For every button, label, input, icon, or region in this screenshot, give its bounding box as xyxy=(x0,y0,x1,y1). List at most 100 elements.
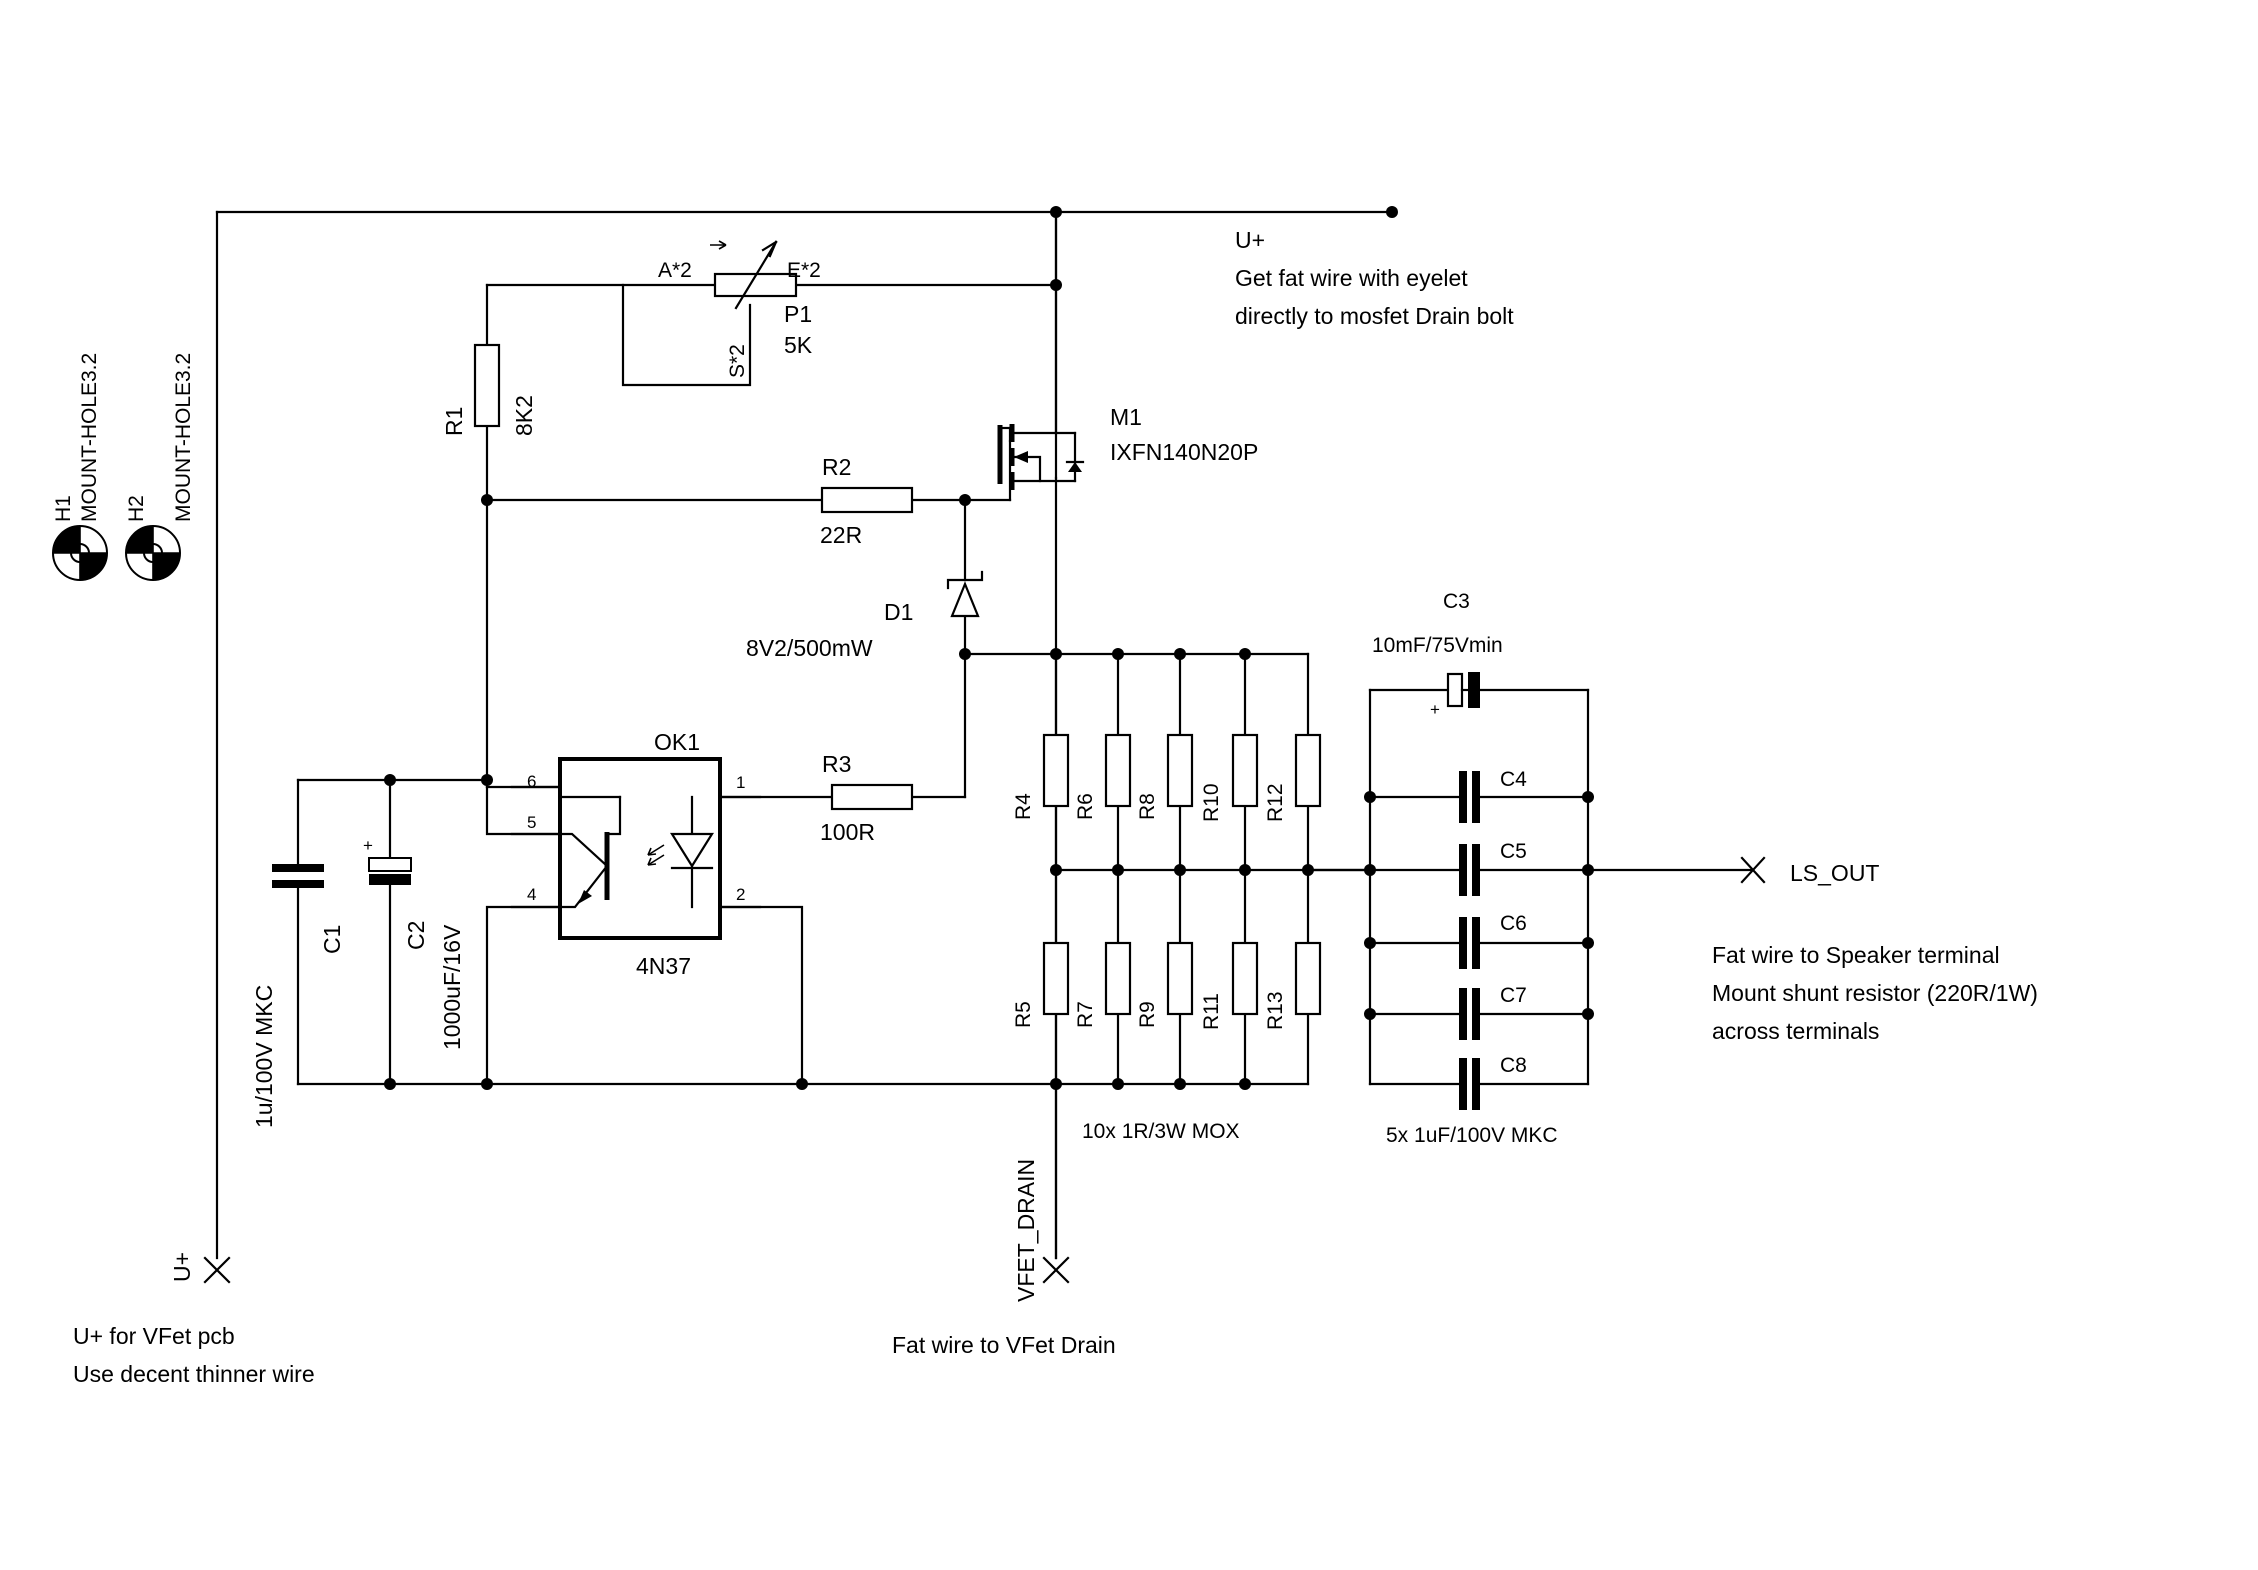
r9-label: R9 xyxy=(1136,1001,1159,1028)
resistor-r1: R1 8K2 xyxy=(441,343,537,436)
terminal-u-plus-left: U+ xyxy=(169,1252,231,1284)
terminal-ls-out: LS_OUT xyxy=(1740,856,1879,886)
c8-label: C8 xyxy=(1500,1054,1527,1077)
r12-body xyxy=(1294,733,1322,808)
c1-name: C1 xyxy=(319,925,345,954)
d1-name: D1 xyxy=(884,599,913,625)
r4-body xyxy=(1042,733,1070,808)
p1-value: 5K xyxy=(784,332,813,358)
c3-plate-negative xyxy=(1468,672,1480,708)
note-ls-line1: Fat wire to Speaker terminal xyxy=(1712,942,2000,968)
h2-label: H2 xyxy=(125,495,148,522)
h2-value: MOUNT-HOLE3.2 xyxy=(172,353,195,522)
u-plus-left-label: U+ xyxy=(169,1252,195,1282)
r3-body xyxy=(830,783,914,811)
r7-label: R7 xyxy=(1074,1001,1097,1028)
ok1-pin1: 1 xyxy=(736,773,745,792)
r7-body xyxy=(1104,941,1132,1016)
ok1-pin6: 6 xyxy=(527,772,536,791)
c2-value: 1000uF/16V xyxy=(439,924,465,1050)
c5-label: C5 xyxy=(1500,840,1527,863)
c7-label: C7 xyxy=(1500,984,1527,1007)
r2-body xyxy=(820,486,914,514)
c3-name: C3 xyxy=(1443,590,1470,613)
resistor-r2: R2 22R xyxy=(820,454,914,548)
ok1-name: OK1 xyxy=(654,729,700,755)
m1-value: IXFN140N20P xyxy=(1110,439,1258,465)
potentiometer-p1: A*2 E*2 S*2 P1 5K xyxy=(658,240,821,378)
ok1-value: 4N37 xyxy=(636,953,691,979)
mount-holes: H1 MOUNT-HOLE3.2 H2 MOUNT-HOLE3.2 xyxy=(52,353,195,581)
capacitor-c1: C1 1u/100V MKC xyxy=(251,864,345,1128)
r6-label: R6 xyxy=(1074,793,1097,820)
note-top-line1: Get fat wire with eyelet xyxy=(1235,265,1468,291)
p1-pin-s: S*2 xyxy=(726,344,749,378)
r11-body xyxy=(1231,941,1259,1016)
r3-name: R3 xyxy=(822,751,851,777)
note-top-line2: directly to mosfet Drain bolt xyxy=(1235,303,1514,329)
mosfet-m1: M1 IXFN140N20P xyxy=(997,210,1258,490)
r2-name: R2 xyxy=(822,454,851,480)
r3-value: 100R xyxy=(820,819,875,845)
d1-value: 8V2/500mW xyxy=(746,635,873,661)
note-drain: Fat wire to VFet Drain xyxy=(892,1332,1116,1358)
r8-label: R8 xyxy=(1136,793,1159,820)
zener-d1: D1 8V2/500mW xyxy=(746,570,984,661)
ok1-pin4: 4 xyxy=(527,885,536,904)
p1-pin-a: A*2 xyxy=(658,259,692,282)
r8-body xyxy=(1166,733,1194,808)
r10-label: R10 xyxy=(1200,783,1223,822)
c6-label: C6 xyxy=(1500,912,1527,935)
c4-symbol xyxy=(1459,771,1480,823)
note-left-line1: U+ for VFet pcb xyxy=(73,1323,235,1349)
note-ls-line3: across terminals xyxy=(1712,1018,1879,1044)
r1-name: R1 xyxy=(441,407,467,436)
optocoupler-ok1: 6 5 4 1 2 OK1 4N37 xyxy=(510,729,762,979)
h1-label: H1 xyxy=(52,495,75,522)
p1-name: P1 xyxy=(784,301,812,327)
c3-value: 10mF/75Vmin xyxy=(1372,634,1503,657)
capacitor-array: + C3 10mF/75Vmin C4 C5 C6 C7 C8 5x 1uF xyxy=(1372,590,1558,1147)
p1-pin-e: E*2 xyxy=(787,259,821,282)
c4-label: C4 xyxy=(1500,768,1527,791)
c2-name: C2 xyxy=(403,921,429,950)
c5-symbol xyxy=(1459,844,1480,896)
mount-hole-h2-icon xyxy=(125,525,181,581)
r2-value: 22R xyxy=(820,522,862,548)
r9-body xyxy=(1166,941,1194,1016)
note-left-line2: Use decent thinner wire xyxy=(73,1361,315,1387)
ok1-pin2: 2 xyxy=(736,885,745,904)
c1-value: 1u/100V MKC xyxy=(251,985,277,1128)
h1-value: MOUNT-HOLE3.2 xyxy=(78,353,101,522)
r5-label: R5 xyxy=(1012,1001,1035,1028)
r13-label: R13 xyxy=(1264,991,1287,1030)
ls-out-label: LS_OUT xyxy=(1790,860,1879,886)
c2-plus-sign: + xyxy=(363,836,373,855)
vfet-drain-label: VFET_DRAIN xyxy=(1013,1159,1039,1302)
r6-body xyxy=(1104,733,1132,808)
r12-label: R12 xyxy=(1264,783,1287,822)
r1-body xyxy=(473,343,501,428)
r13-body xyxy=(1294,941,1322,1016)
capacitor-array-note: 5x 1uF/100V MKC xyxy=(1386,1124,1558,1147)
u-plus-top-label: U+ xyxy=(1235,227,1265,253)
c3-plate-positive xyxy=(1446,672,1464,708)
wires xyxy=(215,210,1754,1260)
resistor-r3: R3 100R xyxy=(820,751,914,845)
r10-body xyxy=(1231,733,1259,808)
junction-dots xyxy=(384,206,1594,1090)
mount-hole-h1-icon xyxy=(52,525,108,581)
c8-symbol xyxy=(1459,1058,1480,1110)
r4-label: R4 xyxy=(1012,793,1035,820)
c6-symbol xyxy=(1459,917,1480,969)
resistor-array-note: 10x 1R/3W MOX xyxy=(1082,1120,1240,1143)
c7-symbol xyxy=(1459,988,1480,1040)
capacitor-c2: + C2 1000uF/16V xyxy=(363,836,465,1050)
r1-value: 8K2 xyxy=(511,395,537,436)
terminal-vfet-drain: VFET_DRAIN xyxy=(1013,1159,1070,1302)
resistor-array: R4 R6 R8 R10 R12 R5 R7 R9 R11 R13 10x 1R… xyxy=(1012,652,1322,1143)
m1-name: M1 xyxy=(1110,404,1142,430)
note-ls-line2: Mount shunt resistor (220R/1W) xyxy=(1712,980,2038,1006)
c3-plus-sign: + xyxy=(1430,700,1440,719)
